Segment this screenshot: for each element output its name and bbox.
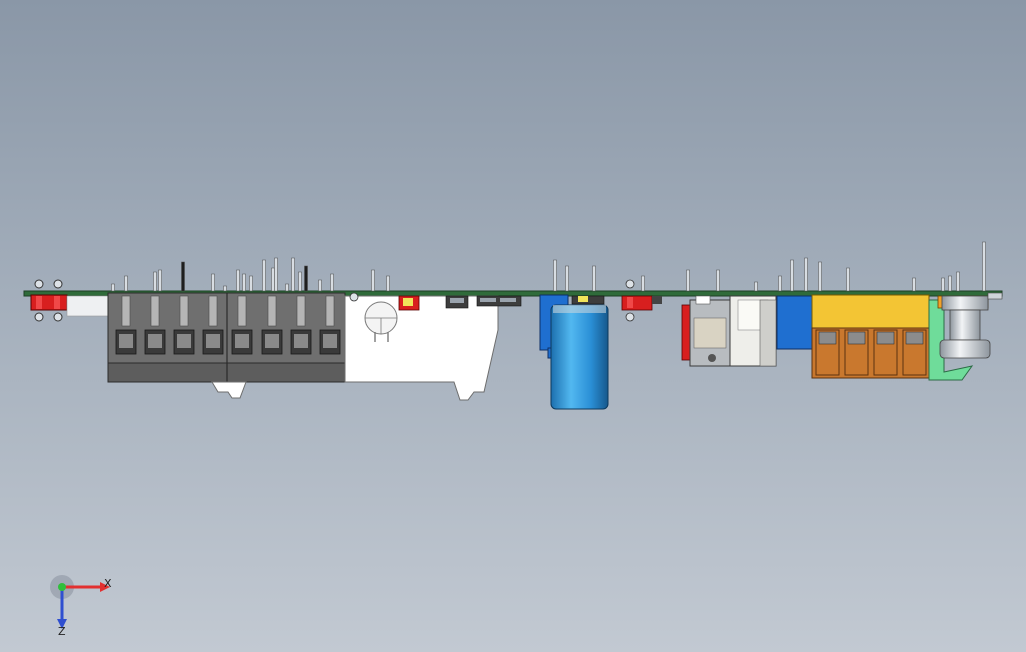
terminal-block-gray[interactable] xyxy=(107,292,346,383)
smd-components[interactable] xyxy=(445,295,605,309)
pin xyxy=(948,275,952,292)
terminal-screw xyxy=(177,334,191,348)
pin xyxy=(956,271,960,292)
coordinate-triad-icon: X Z xyxy=(50,575,112,638)
pin xyxy=(716,269,720,292)
terminal-screw xyxy=(323,334,337,348)
pin xyxy=(804,257,808,292)
triad-z-label: Z xyxy=(58,625,66,638)
electrolytic-capacitor[interactable] xyxy=(539,294,609,410)
terminal-pin xyxy=(208,295,218,327)
terminal-pin xyxy=(325,295,335,327)
pin xyxy=(553,259,557,292)
blue-component[interactable] xyxy=(776,295,813,350)
red-component-left[interactable] xyxy=(30,279,109,322)
transformer[interactable] xyxy=(681,295,777,367)
pin xyxy=(330,273,334,292)
pin xyxy=(565,265,569,292)
pin xyxy=(274,257,278,292)
terminal-pin xyxy=(267,295,277,327)
orange-screw xyxy=(818,331,837,345)
pin xyxy=(271,267,275,292)
terminal-pin xyxy=(296,295,306,327)
pin xyxy=(291,257,295,292)
pin xyxy=(790,259,794,292)
terminal-screw xyxy=(206,334,220,348)
pin xyxy=(285,283,289,292)
terminal-screw xyxy=(294,334,308,348)
terminal-screw xyxy=(148,334,162,348)
pin xyxy=(236,269,240,292)
terminal-block-orange[interactable] xyxy=(811,294,930,379)
pin xyxy=(298,271,302,292)
pin xyxy=(111,283,115,292)
pin xyxy=(982,241,986,292)
pin xyxy=(686,269,690,292)
orange-screw xyxy=(905,331,924,345)
triad-x-label: X xyxy=(104,577,112,590)
pin xyxy=(211,273,215,292)
relay-housing-white[interactable] xyxy=(211,292,499,401)
pin xyxy=(371,269,375,292)
pin xyxy=(223,285,227,292)
pin xyxy=(386,275,390,292)
pin xyxy=(818,261,822,292)
pin xyxy=(592,265,596,292)
pin xyxy=(242,273,246,292)
pin xyxy=(641,275,645,292)
pin xyxy=(158,269,162,292)
terminal-screw xyxy=(265,334,279,348)
terminal-pin xyxy=(179,295,189,327)
terminal-screw xyxy=(119,334,133,348)
orange-screw xyxy=(876,331,895,345)
component-pins xyxy=(111,241,986,292)
terminal-pin xyxy=(150,295,160,327)
pin xyxy=(754,281,758,292)
pin xyxy=(249,275,253,292)
green-connector[interactable] xyxy=(928,292,1003,381)
orange-screw xyxy=(847,331,866,345)
pin xyxy=(846,267,850,292)
pin xyxy=(941,277,945,292)
pin xyxy=(153,271,157,292)
terminal-screw xyxy=(235,334,249,348)
red-component-middle[interactable] xyxy=(621,279,662,322)
terminal-pin xyxy=(121,295,131,327)
pin xyxy=(304,265,308,292)
pin xyxy=(912,277,916,292)
pin xyxy=(778,275,782,292)
pin xyxy=(262,259,266,292)
pin xyxy=(124,275,128,292)
pin xyxy=(318,279,322,292)
pin xyxy=(181,261,185,292)
terminal-pin xyxy=(237,295,247,327)
